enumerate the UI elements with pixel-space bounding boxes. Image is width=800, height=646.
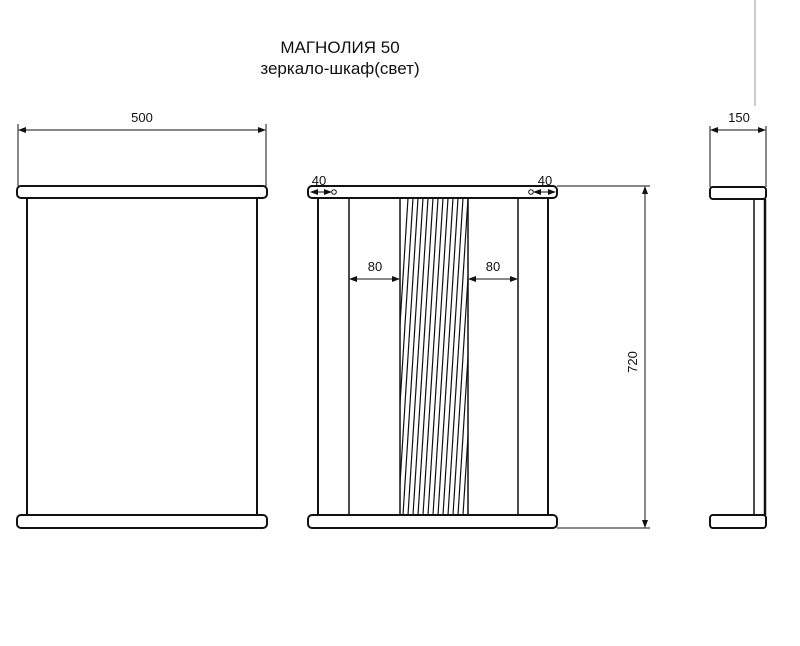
bottom-shelf	[307, 514, 558, 529]
side-view: 150	[709, 0, 767, 529]
drawing-title: МАГНОЛИЯ 50	[280, 38, 400, 57]
bottom-shelf	[709, 514, 767, 529]
top-shelf	[709, 186, 767, 200]
height-dimension-label: 720	[625, 351, 640, 373]
hinge-hole-right-icon	[528, 189, 534, 195]
right-offset-label: 40	[538, 173, 552, 188]
drawing-subtitle: зеркало-шкаф(свет)	[260, 59, 420, 78]
top-shelf	[16, 185, 268, 199]
top-shelf	[307, 185, 558, 199]
open-view: 40 40	[307, 173, 650, 529]
left-inner-label: 80	[368, 259, 382, 274]
mirror-hatch	[399, 198, 469, 515]
hinge-hole-left-icon	[331, 189, 337, 195]
depth-dimension-label: 150	[728, 110, 750, 125]
right-inner-label: 80	[486, 259, 500, 274]
front-view: 500	[16, 110, 268, 529]
bottom-shelf	[16, 514, 268, 529]
width-dimension-label: 500	[131, 110, 153, 125]
left-offset-label: 40	[312, 173, 326, 188]
